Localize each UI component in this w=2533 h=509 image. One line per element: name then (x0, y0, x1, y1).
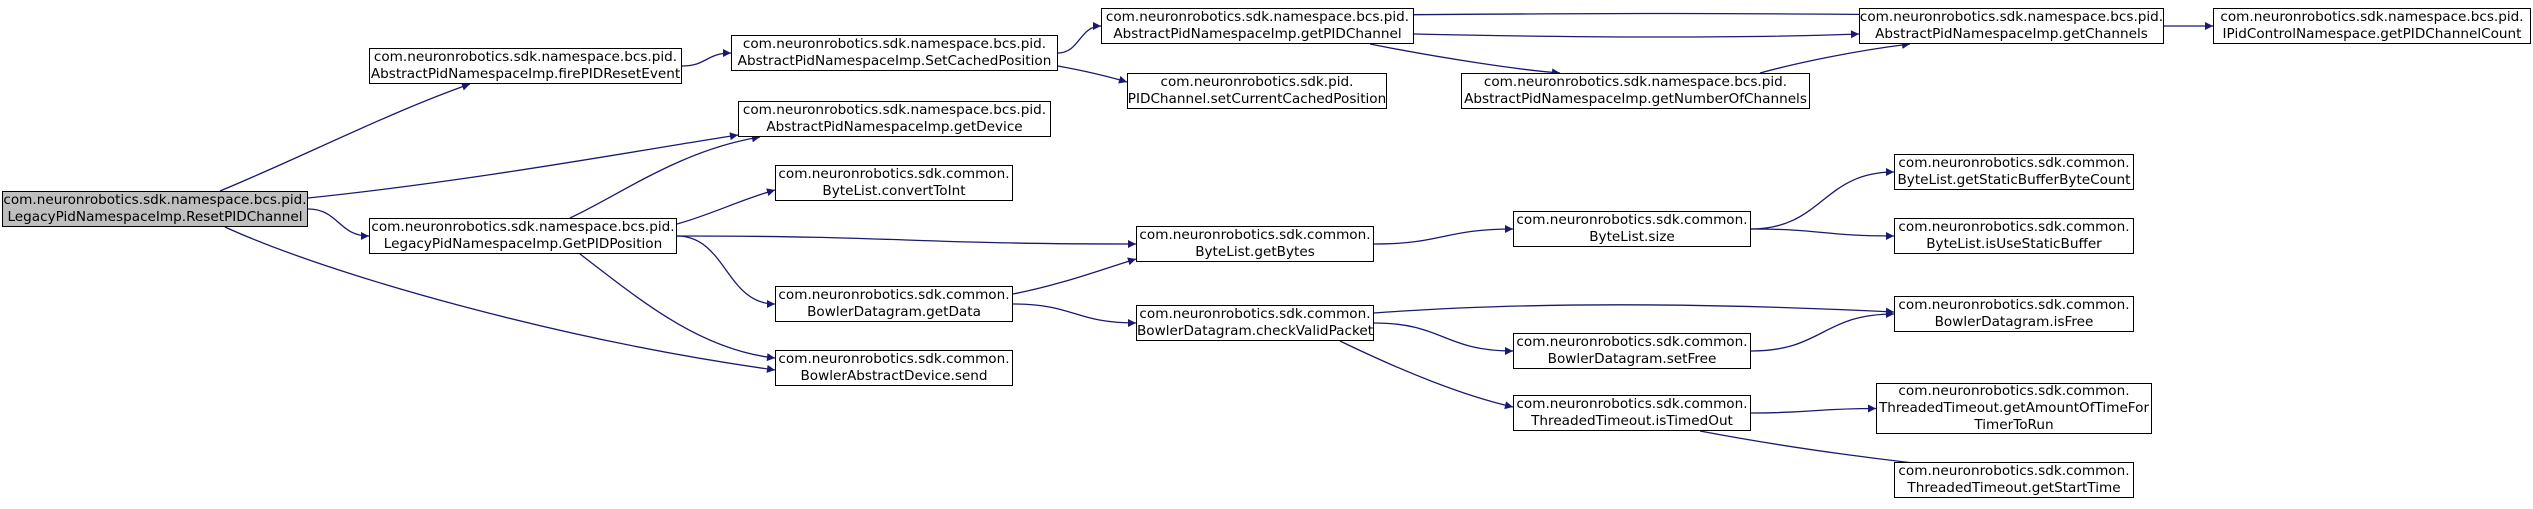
node-label-line: AbstractPidNamespaceImp.SetCachedPositio… (737, 53, 1052, 69)
edge-n2-to-n3 (1057, 22, 1102, 54)
edge-n9-to-n11 (676, 235, 776, 308)
call-graph-node[interactable]: com.neuronrobotics.sdk.namespace.bcs.pid… (1101, 8, 1414, 44)
node-label-line: PIDChannel.setCurrentCachedPosition (1127, 91, 1387, 107)
edge-n14-to-n17 (1339, 340, 1514, 410)
node-label-line: ByteList.getStaticBufferByteCount (1897, 172, 2131, 188)
edge-n9-to-n13 (676, 235, 1137, 248)
edge-n9-to-n10 (676, 188, 776, 225)
edge-n14-to-n20 (1373, 304, 1895, 316)
node-label-line: BowlerDatagram.setFree (1547, 351, 1717, 367)
node-label-line: com.neuronrobotics.sdk.common. (1898, 463, 2130, 479)
call-graph-node[interactable]: com.neuronrobotics.sdk.common.BowlerData… (775, 286, 1013, 322)
call-graph-node[interactable]: com.neuronrobotics.sdk.common.BowlerData… (1513, 333, 1751, 369)
edge-n0-to-n1 (219, 82, 471, 192)
node-label-line: ByteList.getBytes (1195, 244, 1315, 260)
edge-n15-to-n18 (1750, 168, 1895, 230)
edge-n16-to-n20 (1750, 310, 1895, 352)
node-label-line: IPidControlNamespace.getPIDChannelCount (2222, 26, 2522, 42)
node-label-line: AbstractPidNamespaceImp.getPIDChannel (1113, 26, 1402, 42)
node-label-line: com.neuronrobotics.sdk.common. (1516, 334, 1748, 350)
root-node: com.neuronrobotics.sdk.namespace.bcs.pid… (2, 191, 308, 227)
node-label-line: com.neuronrobotics.sdk.namespace.bcs.pid… (742, 102, 1047, 118)
edge-n11-to-n14 (1012, 303, 1137, 327)
node-label-line: com.neuronrobotics.sdk.pid. (1160, 74, 1354, 90)
edge-n11-to-n13 (1012, 257, 1137, 295)
node-label-line: com.neuronrobotics.sdk.namespace.bcs.pid… (1105, 9, 1410, 25)
edge-n0-to-n12 (224, 226, 776, 373)
node-label-line: com.neuronrobotics.sdk.common. (1898, 297, 2130, 313)
node-label-line: TimerToRun (1974, 417, 2054, 433)
node-label-line: ByteList.isUseStaticBuffer (1926, 236, 2102, 252)
node-label-line: com.neuronrobotics.sdk.common. (778, 351, 1010, 367)
edge-n2-to-n7 (1057, 65, 1128, 84)
call-graph-node[interactable]: com.neuronrobotics.sdk.common.BowlerData… (1136, 305, 1374, 341)
node-label-line: com.neuronrobotics.sdk.namespace.bcs.pid… (371, 219, 675, 235)
call-graph-node[interactable]: com.neuronrobotics.sdk.namespace.bcs.pid… (1461, 73, 1810, 109)
edge-n3-to-n6 (1369, 43, 1561, 77)
node-label-line: LegacyPidNamespaceImp.ResetPIDChannel (7, 209, 303, 225)
node-label-line: AbstractPidNamespaceImp.firePIDResetEven… (370, 66, 681, 82)
call-graph-node[interactable]: com.neuronrobotics.sdk.common.ThreadedTi… (1513, 395, 1751, 431)
node-label-line: com.neuronrobotics.sdk.common. (1139, 227, 1371, 243)
edge-n15-to-n19 (1750, 228, 1895, 240)
edge-n0-to-n9 (307, 208, 370, 240)
node-label-line: BowlerDatagram.isFree (1934, 314, 2094, 330)
node-label-line: com.neuronrobotics.sdk.namespace.bcs.pid… (1859, 9, 2164, 25)
node-label-line: com.neuronrobotics.sdk.namespace.bcs.pid… (1483, 74, 1788, 90)
edge-n9-to-n12 (579, 253, 776, 362)
node-label-line: com.neuronrobotics.sdk.namespace.bcs.pid… (373, 49, 678, 65)
node-label-line: AbstractPidNamespaceImp.getNumberOfChann… (1464, 91, 1807, 107)
node-label-line: com.neuronrobotics.sdk.common. (778, 166, 1010, 182)
node-label-line: com.neuronrobotics.sdk.common. (1139, 306, 1371, 322)
edge-n9-to-n8 (569, 134, 761, 219)
node-label-line: ThreadedTimeout.getStartTime (1907, 480, 2121, 496)
call-graph-node[interactable]: com.neuronrobotics.sdk.common.BowlerData… (1894, 296, 2134, 332)
call-graph-node[interactable]: com.neuronrobotics.sdk.common.BowlerAbst… (775, 350, 1013, 386)
node-label-line: com.neuronrobotics.sdk.namespace.bcs.pid… (742, 36, 1047, 52)
call-graph-node[interactable]: com.neuronrobotics.sdk.namespace.bcs.pid… (738, 101, 1051, 137)
node-label-line: com.neuronrobotics.sdk.namespace.bcs.pid… (2220, 9, 2524, 25)
call-graph-node[interactable]: com.neuronrobotics.sdk.common.ByteList.g… (1136, 226, 1374, 262)
node-label-line: com.neuronrobotics.sdk.common. (1898, 155, 2130, 171)
node-label-line: com.neuronrobotics.sdk.common. (1898, 219, 2130, 235)
call-graph-node[interactable]: com.neuronrobotics.sdk.common.ByteList.c… (775, 165, 1013, 201)
node-label-line: com.neuronrobotics.sdk.common. (1898, 383, 2130, 399)
edge-n17-to-n21 (1750, 404, 1877, 414)
call-graph-node[interactable]: com.neuronrobotics.sdk.namespace.bcs.pid… (731, 35, 1058, 71)
edge-n3-to-n4 (1413, 30, 1860, 39)
node-label-line: LegacyPidNamespaceImp.GetPIDPosition (383, 236, 663, 252)
call-graph-node[interactable]: com.neuronrobotics.sdk.common.ThreadedTi… (1876, 383, 2152, 434)
call-graph-node[interactable]: com.neuronrobotics.sdk.common.ThreadedTi… (1894, 462, 2134, 498)
node-label-line: BowlerDatagram.checkValidPacket (1136, 323, 1374, 339)
call-graph-node[interactable]: com.neuronrobotics.sdk.common.ByteList.g… (1894, 154, 2134, 190)
node-label-line: com.neuronrobotics.sdk.common. (1516, 212, 1748, 228)
node-label-line: com.neuronrobotics.sdk.common. (778, 287, 1010, 303)
node-label-line: ThreadedTimeout.getAmountOfTimeFor (1878, 400, 2150, 416)
node-label-line: com.neuronrobotics.sdk.namespace.bcs.pid… (3, 192, 307, 208)
call-graph-node[interactable]: com.neuronrobotics.sdk.namespace.bcs.pid… (2213, 8, 2531, 44)
node-label-line: BowlerAbstractDevice.send (800, 368, 988, 384)
node-label-line: ThreadedTimeout.isTimedOut (1531, 413, 1733, 429)
call-graph-node[interactable]: com.neuronrobotics.sdk.pid.PIDChannel.se… (1127, 73, 1387, 109)
edge-n6-to-n4 (1759, 40, 1911, 74)
call-graph-node[interactable]: com.neuronrobotics.sdk.common.ByteList.i… (1894, 218, 2134, 254)
call-graph-node[interactable]: com.neuronrobotics.sdk.common.ByteList.s… (1513, 211, 1751, 247)
node-label-line: BowlerDatagram.getData (807, 304, 981, 320)
edge-n0-to-n8 (307, 132, 739, 199)
edge-n14-to-n16 (1373, 322, 1514, 355)
node-label-line: ByteList.convertToInt (822, 183, 966, 199)
call-graph-node[interactable]: com.neuronrobotics.sdk.namespace.bcs.pid… (369, 218, 677, 254)
node-label-line: ByteList.size (1589, 229, 1675, 245)
node-label-line: AbstractPidNamespaceImp.getChannels (1875, 26, 2148, 42)
call-graph-node[interactable]: com.neuronrobotics.sdk.namespace.bcs.pid… (1859, 8, 2164, 44)
call-graph-node[interactable]: com.neuronrobotics.sdk.namespace.bcs.pid… (369, 48, 682, 84)
node-label-line: com.neuronrobotics.sdk.common. (1516, 396, 1748, 412)
edge-n1-to-n2 (681, 49, 732, 67)
node-label-line: AbstractPidNamespaceImp.getDevice (766, 119, 1023, 135)
edge-n13-to-n15 (1373, 225, 1514, 245)
